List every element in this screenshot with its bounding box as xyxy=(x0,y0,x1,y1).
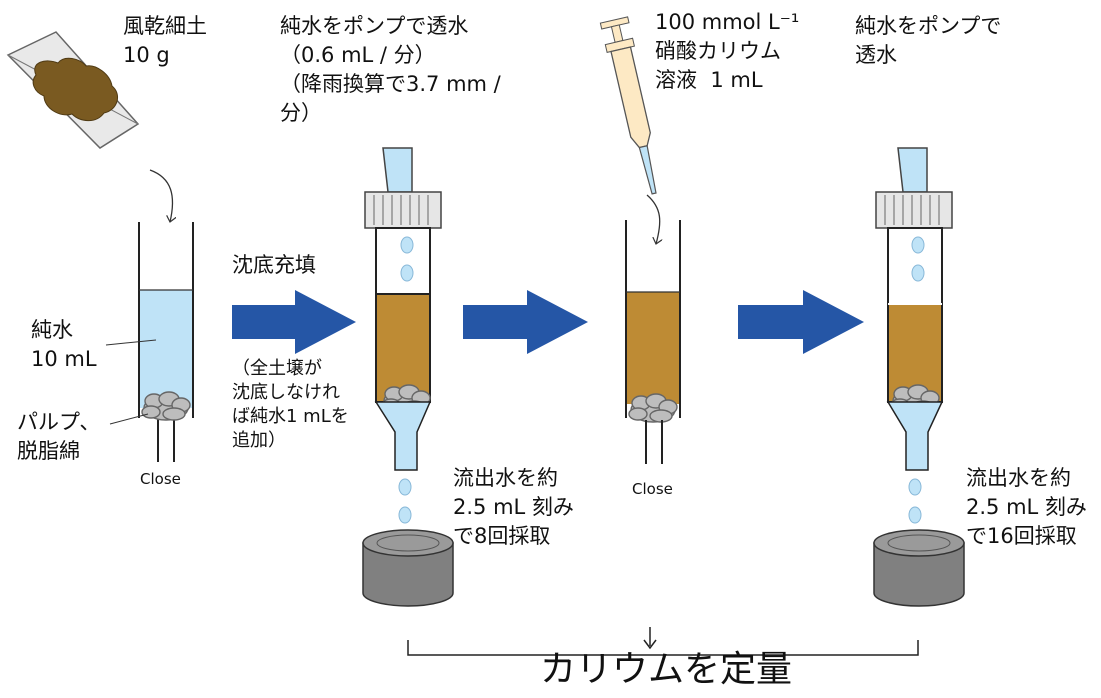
effluent-label-16: 流出水を約 2.5 mL 刻み で16回採取 xyxy=(966,466,1087,548)
pulp-cotton-label: パルプ、 脱脂綿 xyxy=(17,410,101,463)
column-pump-2 xyxy=(873,147,965,607)
arrow-to-tube-1 xyxy=(149,169,173,222)
result-bracket xyxy=(407,627,919,656)
pipette xyxy=(599,16,657,195)
pure-water-label: 純水 10 mL xyxy=(31,318,97,371)
add-water-note: （全土壌が 沈底しなけれ ば純水1 mLを 追加） xyxy=(232,358,349,451)
close-label-1: Close xyxy=(140,470,181,488)
pump-flow-label-2: 純水をポンプで 透水 xyxy=(855,14,1002,67)
arrow-to-column-2 xyxy=(646,194,660,244)
air-dried-soil-label: 風乾細土 10 g xyxy=(123,14,207,67)
flow-arrow-3 xyxy=(738,290,864,354)
column-pump-1 xyxy=(362,147,454,607)
flow-arrow-2 xyxy=(463,290,588,354)
sediment-fill-label: 沈底充填 xyxy=(232,253,316,277)
flow-arrow-1 xyxy=(232,290,356,354)
soil-sample-tray xyxy=(6,31,140,149)
tube-water xyxy=(105,222,194,462)
pump-flow-label-1: 純水をポンプで透水 （0.6 mL / 分） （降雨換算で3.7 mm / 分） xyxy=(280,14,501,125)
column-closed xyxy=(625,220,681,464)
close-label-2: Close xyxy=(632,480,673,498)
result-label: カリウムを定量 xyxy=(540,649,793,690)
effluent-label-8: 流出水を約 2.5 mL 刻み で8回採取 xyxy=(453,466,574,548)
kno3-solution-label: 100 mmol L⁻¹ 硝酸カリウム 溶液 1 mL xyxy=(655,10,800,92)
